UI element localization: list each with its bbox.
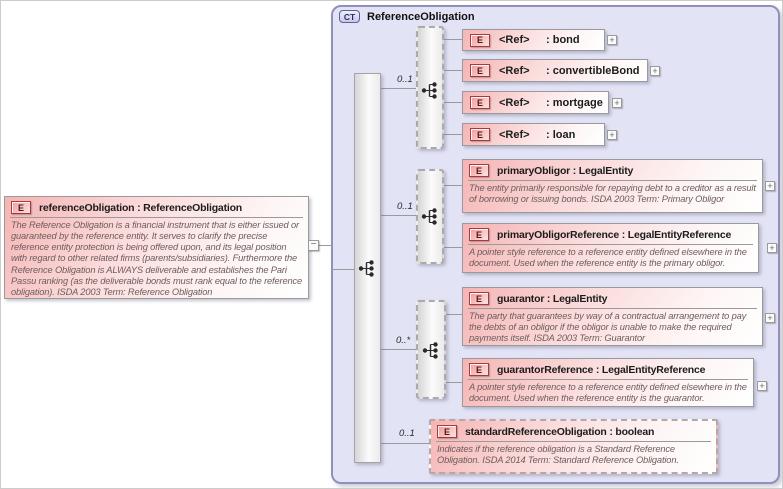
connector-line <box>444 185 462 186</box>
expand-button[interactable]: + <box>607 35 617 45</box>
root-element-title-row: E referenceObligation : ReferenceObligat… <box>5 197 308 216</box>
element-badge-icon: E <box>437 425 457 438</box>
element-badge-icon: E <box>470 33 490 47</box>
connector-line <box>381 443 429 444</box>
cardinality-label: 0..* <box>396 335 411 346</box>
expand-button[interactable]: + <box>765 313 775 323</box>
root-element-title: referenceObligation : ReferenceObligatio… <box>39 201 243 214</box>
element-badge-icon: E <box>470 64 490 77</box>
ref-element-mortgage[interactable]: E <Ref> : mortgage <box>462 91 609 114</box>
cardinality-label: 0..1 <box>399 428 415 439</box>
divider <box>436 441 711 442</box>
connector-line <box>444 314 462 315</box>
element-badge-icon: E <box>11 201 31 214</box>
ref-element-convertibleBond[interactable]: E <Ref> : convertibleBond <box>462 59 648 82</box>
element-badge-icon: E <box>470 128 490 141</box>
element-badge-icon: E <box>469 363 489 376</box>
complex-type-title: ReferenceObligation <box>367 10 475 23</box>
connector-line <box>381 215 416 216</box>
ref-element-loan[interactable]: E <Ref> : loan <box>462 123 605 146</box>
element-badge-icon: E <box>469 292 489 305</box>
element-annotation: The party that guarantees by way of a co… <box>469 311 747 344</box>
expand-button[interactable]: + <box>650 66 660 76</box>
ref-type-label: : bond <box>546 34 580 46</box>
element-title: guarantorReference : LegalEntityReferenc… <box>497 363 706 376</box>
connector-line <box>319 245 333 246</box>
choice-icon <box>421 208 437 225</box>
connector-line <box>444 70 462 71</box>
element-primaryObligorReference[interactable]: E primaryObligorReference : LegalEntityR… <box>462 223 759 273</box>
connector-line <box>444 102 462 103</box>
expand-button[interactable]: + <box>757 381 767 391</box>
cardinality-label: 0..1 <box>397 201 413 212</box>
choice-icon <box>421 82 437 99</box>
connector-line <box>381 349 416 350</box>
element-primaryObligor[interactable]: E primaryObligor : LegalEntity The entit… <box>462 159 763 213</box>
expand-button[interactable]: + <box>607 130 617 140</box>
element-badge-icon: E <box>469 164 489 177</box>
sequence-icon <box>358 260 374 277</box>
collapse-button[interactable]: − <box>308 240 319 251</box>
choice-icon <box>422 342 438 359</box>
element-title: primaryObligorReference : LegalEntityRef… <box>497 228 732 241</box>
divider <box>10 217 303 218</box>
divider <box>468 308 757 309</box>
element-title: standardReferenceObligation : boolean <box>465 425 655 438</box>
complex-type-header: CT ReferenceObligation <box>339 10 475 23</box>
root-element-box[interactable]: E referenceObligation : ReferenceObligat… <box>4 196 309 299</box>
ref-label: <Ref> <box>499 96 530 109</box>
element-annotation: A pointer style reference to a reference… <box>469 247 747 269</box>
element-guarantorReference[interactable]: E guarantorReference : LegalEntityRefere… <box>462 358 754 407</box>
element-standardReferenceObligation[interactable]: E standardReferenceObligation : boolean … <box>429 419 718 474</box>
expand-button[interactable]: + <box>765 181 775 191</box>
ref-element-bond[interactable]: E <Ref> : bond <box>462 29 605 51</box>
ref-label: <Ref> <box>499 64 530 77</box>
element-annotation: A pointer style reference to a reference… <box>469 382 747 404</box>
connector-line <box>333 269 354 270</box>
divider <box>468 180 757 181</box>
element-annotation: Indicates if the reference obligation is… <box>437 444 679 466</box>
complex-type-icon: CT <box>339 10 360 23</box>
expand-button[interactable]: + <box>612 98 622 108</box>
divider <box>468 244 753 245</box>
element-title: guarantor : LegalEntity <box>497 292 608 305</box>
ref-label: <Ref> <box>499 128 530 141</box>
root-element-annotation: The Reference Obligation is a financial … <box>11 220 303 297</box>
expand-button[interactable]: + <box>767 243 777 253</box>
ref-label: <Ref> <box>499 34 530 46</box>
divider <box>468 379 748 380</box>
cardinality-label: 0..1 <box>397 74 413 85</box>
ref-type-label: : convertibleBond <box>546 64 640 77</box>
element-guarantor[interactable]: E guarantor : LegalEntity The party that… <box>462 287 763 346</box>
element-title: primaryObligor : LegalEntity <box>497 164 634 177</box>
element-badge-icon: E <box>469 228 489 241</box>
connector-line <box>444 134 462 135</box>
element-badge-icon: E <box>470 96 490 109</box>
connector-line <box>381 88 416 89</box>
element-annotation: The entity primarily responsible for rep… <box>469 183 756 205</box>
ref-type-label: : mortgage <box>546 96 603 109</box>
connector-line <box>444 39 462 40</box>
ref-type-label: : loan <box>546 128 576 141</box>
connector-line <box>444 247 462 248</box>
connector-line <box>444 382 462 383</box>
